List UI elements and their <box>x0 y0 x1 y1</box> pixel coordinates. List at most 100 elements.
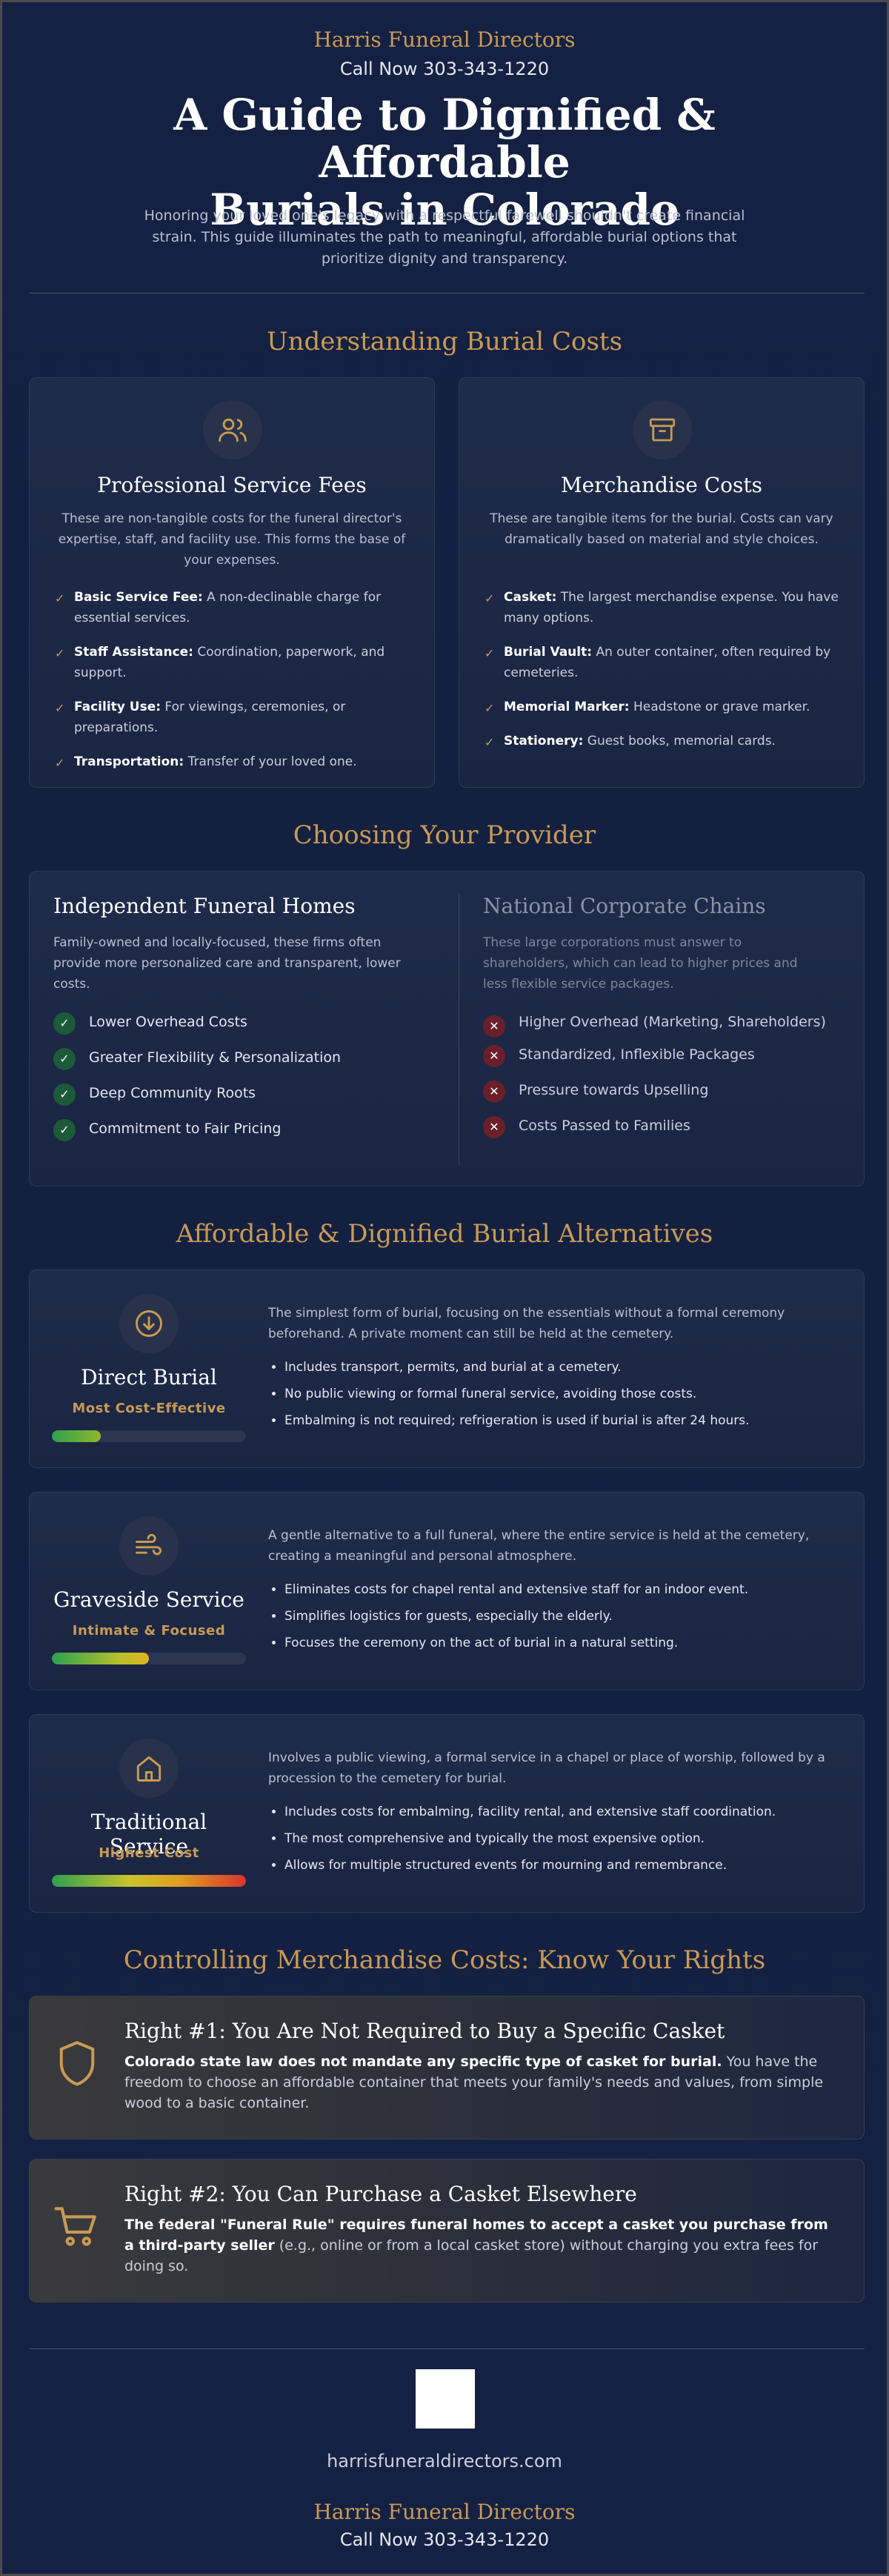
cross-icon: ✕ <box>483 1116 505 1138</box>
corporate-drawbacks-list: ✕Higher Overhead (Marketing, Shareholder… <box>483 1012 839 1138</box>
alternative-bullets: Includes costs for embalming, facility r… <box>284 1802 834 1882</box>
cost-level-bar <box>52 1430 246 1442</box>
title-line-1: A Guide to Dignified & Affordable <box>173 90 716 187</box>
list-item: Eliminates costs for chapel rental and e… <box>284 1580 834 1599</box>
shield-icon <box>55 2038 99 2093</box>
corporate-title: National Corporate Chains <box>483 894 766 918</box>
graveside-service-card: Graveside Service Intimate & Focused A g… <box>29 1492 865 1690</box>
check-icon: ✓ <box>485 646 495 660</box>
merchandise-costs-card: Merchandise Costs These are tangible ite… <box>459 377 865 788</box>
archive-box-icon <box>633 400 692 459</box>
list-item: ✕Standardized, Inflexible Packages <box>483 1045 839 1067</box>
list-item: Focuses the ceremony on the act of buria… <box>284 1633 834 1653</box>
list-item: Simplifies logistics for guests, especia… <box>284 1607 834 1626</box>
alternative-tag: Intimate & Focused <box>72 1623 226 1639</box>
title-line-2: Burials in Colorado <box>210 185 679 235</box>
cost-level-fill <box>52 1430 101 1442</box>
check-icon: ✓ <box>53 1048 76 1070</box>
cross-icon: ✕ <box>483 1045 505 1067</box>
section-title-alternatives: Affordable & Dignified Burial Alternativ… <box>176 1219 713 1249</box>
card-description: These are tangible items for the burial.… <box>490 511 833 547</box>
people-icon <box>203 400 262 459</box>
traditional-service-card: Traditional Service Highest Cost Involve… <box>29 1714 865 1913</box>
right-text: Colorado state law does not mandate any … <box>124 2054 824 2111</box>
alternative-description: Involves a public viewing, a formal serv… <box>268 1750 825 1786</box>
download-circle-icon <box>119 1294 179 1353</box>
alternative-tag: Highest Cost <box>99 1845 199 1861</box>
list-item: ✓Deep Community Roots <box>53 1083 424 1106</box>
list-item: ✓Burial Vault: An outer container, often… <box>485 645 831 680</box>
section-title-rights: Controlling Merchandise Costs: Know Your… <box>123 1945 766 1975</box>
provider-comparison-card: Independent Funeral Homes Family-owned a… <box>29 871 865 1186</box>
shopping-cart-icon <box>52 2202 101 2254</box>
list-item: ✓Lower Overhead Costs <box>53 1012 424 1035</box>
check-icon: ✓ <box>485 591 495 605</box>
footer-brand-name: Harris Funeral Directors <box>313 2500 576 2524</box>
check-icon: ✓ <box>485 735 495 749</box>
qr-code[interactable] <box>416 2369 475 2429</box>
footer-phone-link[interactable]: Call Now 303-343-1220 <box>339 2529 550 2550</box>
professional-fees-card: Professional Service Fees These are non-… <box>29 377 435 788</box>
list-item: Embalming is not required; refrigeration… <box>284 1411 834 1430</box>
card-title: Merchandise Costs <box>560 473 763 497</box>
check-icon: ✓ <box>55 646 65 660</box>
check-icon: ✓ <box>53 1083 76 1106</box>
cost-level-fill <box>52 1653 149 1664</box>
merchandise-costs-list: ✓Casket: The largest merchandise expense… <box>485 587 839 765</box>
list-item: ✓Commitment to Fair Pricing <box>53 1119 424 1141</box>
card-title: Professional Service Fees <box>97 473 367 497</box>
list-item: ✓Basic Service Fee: A non-declinable cha… <box>55 590 382 625</box>
list-item: ✓Greater Flexibility & Personalization <box>53 1048 424 1070</box>
alternative-description: A gentle alternative to a full funeral, … <box>268 1528 810 1564</box>
list-item: ✓Staff Assistance: Coordination, paperwo… <box>55 645 385 680</box>
section-title-provider: Choosing Your Provider <box>293 820 596 850</box>
right-2-card: Right #2: You Can Purchase a Casket Else… <box>29 2159 865 2303</box>
list-item: ✓Transportation: Transfer of your loved … <box>55 751 409 772</box>
alternative-description: The simplest form of burial, focusing on… <box>268 1306 785 1341</box>
independent-benefits-list: ✓Lower Overhead Costs ✓Greater Flexibili… <box>53 1012 424 1141</box>
check-icon: ✓ <box>55 591 65 605</box>
list-item: ✓Casket: The largest merchandise expense… <box>485 590 839 625</box>
home-icon <box>119 1739 179 1798</box>
professional-fees-list: ✓Basic Service Fee: A non-declinable cha… <box>55 587 409 786</box>
wind-icon <box>119 1516 179 1576</box>
check-icon: ✓ <box>55 701 65 715</box>
cost-level-bar <box>52 1875 246 1887</box>
check-icon: ✓ <box>53 1119 76 1141</box>
phone-link[interactable]: Call Now 303-343-1220 <box>339 59 550 79</box>
list-item: No public viewing or formal funeral serv… <box>284 1384 834 1404</box>
list-item: ✓Stationery: Guest books, memorial cards… <box>485 731 839 751</box>
list-item: Includes transport, permits, and burial … <box>284 1358 834 1377</box>
section-title-costs: Understanding Burial Costs <box>266 327 623 356</box>
right-1-card: Right #1: You Are Not Required to Buy a … <box>29 1996 865 2140</box>
right-title: Right #1: You Are Not Required to Buy a … <box>124 2019 725 2043</box>
alternative-bullets: Eliminates costs for chapel rental and e… <box>284 1580 834 1660</box>
alternative-tag: Most Cost-Effective <box>72 1401 226 1416</box>
alternative-title: Direct Burial <box>81 1365 217 1390</box>
check-icon: ✓ <box>53 1012 76 1035</box>
alternative-bullets: Includes transport, permits, and burial … <box>284 1358 834 1438</box>
cross-icon: ✕ <box>483 1080 505 1103</box>
page-title: A Guide to Dignified & Affordable Burial… <box>47 91 842 233</box>
direct-burial-card: Direct Burial Most Cost-Effective The si… <box>29 1269 865 1468</box>
list-item: ✓Memorial Marker: Headstone or grave mar… <box>485 697 839 717</box>
cross-icon: ✕ <box>483 1015 505 1038</box>
divider <box>29 2348 865 2349</box>
corporate-description: These large corporations must answer to … <box>483 935 798 992</box>
website-link[interactable]: harrisfuneraldirectors.com <box>327 2451 562 2472</box>
independent-description: Family-owned and locally-focused, these … <box>53 935 401 992</box>
check-icon: ✓ <box>55 756 65 770</box>
list-item: ✕Pressure towards Upselling <box>483 1080 839 1103</box>
alternative-title: Traditional Service <box>90 1810 207 1859</box>
list-item: ✓Facility Use: For viewings, ceremonies,… <box>55 700 346 735</box>
list-item: The most comprehensive and typically the… <box>284 1829 834 1848</box>
list-item: ✕Higher Overhead (Marketing, Shareholder… <box>483 1012 839 1038</box>
right-text: The federal "Funeral Rule" requires fune… <box>124 2217 828 2274</box>
list-item: ✕Costs Passed to Families <box>483 1116 839 1138</box>
independent-title: Independent Funeral Homes <box>53 894 356 918</box>
list-item: Includes costs for embalming, facility r… <box>284 1802 834 1822</box>
cost-level-fill <box>52 1875 246 1887</box>
intro-text: Honoring your loved one's legacy with a … <box>144 208 745 267</box>
alternative-title: Graveside Service <box>53 1587 244 1612</box>
